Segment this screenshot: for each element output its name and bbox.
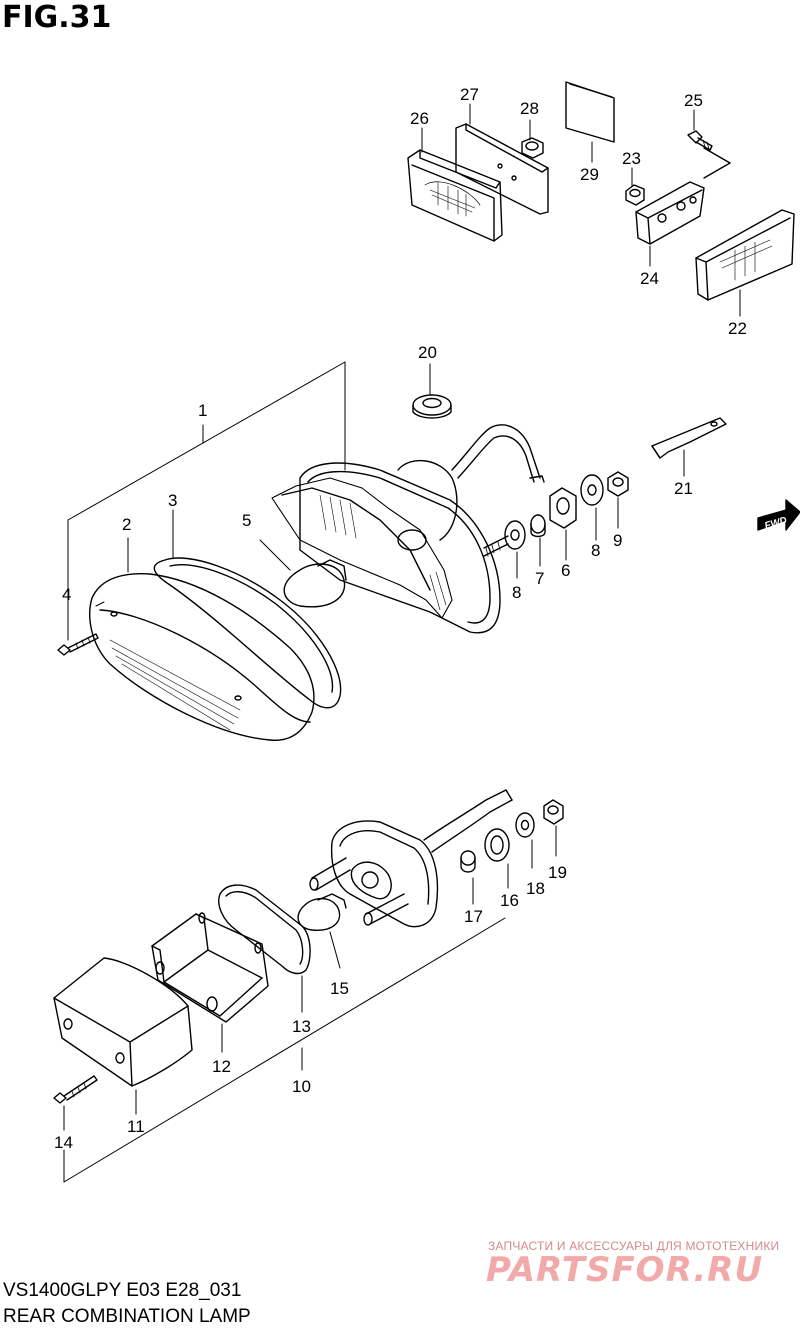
callout-22: 22 xyxy=(728,319,747,338)
lamp-housing xyxy=(272,425,544,633)
plate-27 xyxy=(456,124,548,214)
bulb-5 xyxy=(260,540,346,607)
collar-17 xyxy=(461,851,475,904)
callout-18: 18 xyxy=(526,879,545,898)
callout-21: 21 xyxy=(674,479,693,498)
gasket-13 xyxy=(219,885,310,1012)
callout-15: 15 xyxy=(330,979,349,998)
callout-3: 3 xyxy=(168,491,177,510)
callout-11: 11 xyxy=(127,1117,145,1136)
callout-9: 9 xyxy=(613,531,622,550)
collar-7 xyxy=(531,515,545,566)
nut-23 xyxy=(626,185,644,205)
callout-29: 29 xyxy=(580,165,599,184)
gasket-3 xyxy=(154,510,340,708)
grommet-16 xyxy=(485,829,509,888)
lens-2 xyxy=(90,538,314,740)
callout-28: 28 xyxy=(520,99,539,118)
nut-6 xyxy=(550,488,576,560)
callout-12: 12 xyxy=(212,1057,231,1076)
callout-23: 23 xyxy=(622,149,641,168)
callout-numbers: 26 27 28 29 25 23 24 22 20 1 3 2 5 4 8 7… xyxy=(54,85,788,1152)
license-lamp-socket xyxy=(310,790,512,927)
callout-13: 13 xyxy=(292,1017,311,1036)
callout-27: 27 xyxy=(460,85,479,104)
callout-25: 25 xyxy=(684,91,703,110)
diagram-caption: REAR COMBINATION LAMP xyxy=(3,1306,251,1327)
callout-5: 5 xyxy=(242,511,251,530)
callout-20: 20 xyxy=(418,343,437,362)
washer-8a xyxy=(505,521,525,578)
grommet-20 xyxy=(413,395,451,418)
callout-24: 24 xyxy=(640,269,659,288)
callout-14: 14 xyxy=(54,1133,73,1152)
callout-26: 26 xyxy=(410,109,429,128)
callout-17: 17 xyxy=(464,907,483,926)
nut-28 xyxy=(522,138,543,158)
callout-2: 2 xyxy=(122,515,131,534)
assembly-bracket-1 xyxy=(68,362,345,640)
screw-4 xyxy=(58,634,98,655)
pad-29 xyxy=(566,82,614,142)
figure-title: FIG.31 xyxy=(2,0,112,35)
watermark-subtitle: ЗАПЧАСТИ И АКСЕССУАРЫ ДЛЯ МОТОТЕХНИКИ xyxy=(488,1239,780,1253)
screw-14 xyxy=(54,1076,97,1130)
washer-18 xyxy=(516,813,534,868)
watermark-brand: PARTSFOR.RU xyxy=(486,1250,764,1290)
bulb-15 xyxy=(298,894,346,968)
assembly-bracket-10 xyxy=(64,918,505,1182)
callout-16: 16 xyxy=(500,891,519,910)
fwd-arrow-icon xyxy=(758,500,800,530)
callout-8b: 8 xyxy=(591,541,600,560)
leader-lines-top xyxy=(422,104,740,395)
bracket-21 xyxy=(652,418,726,476)
reflector-26 xyxy=(408,150,502,241)
screw-25 xyxy=(688,131,712,150)
cover-11 xyxy=(54,958,192,1114)
callout-19: 19 xyxy=(548,863,567,882)
model-code: VS1400GLPY E03 E28_031 xyxy=(3,1280,242,1301)
nut-19 xyxy=(544,800,563,856)
callout-10: 10 xyxy=(292,1077,311,1096)
nut-9 xyxy=(608,472,628,528)
bracket-24 xyxy=(636,148,730,244)
washer-8b xyxy=(581,475,603,540)
callout-8a: 8 xyxy=(512,583,521,602)
reflector-22 xyxy=(696,210,794,300)
callout-1: 1 xyxy=(198,401,207,420)
callout-6: 6 xyxy=(561,561,570,580)
callout-7: 7 xyxy=(535,569,544,588)
callout-4: 4 xyxy=(62,585,71,604)
frame-12 xyxy=(152,913,268,1052)
